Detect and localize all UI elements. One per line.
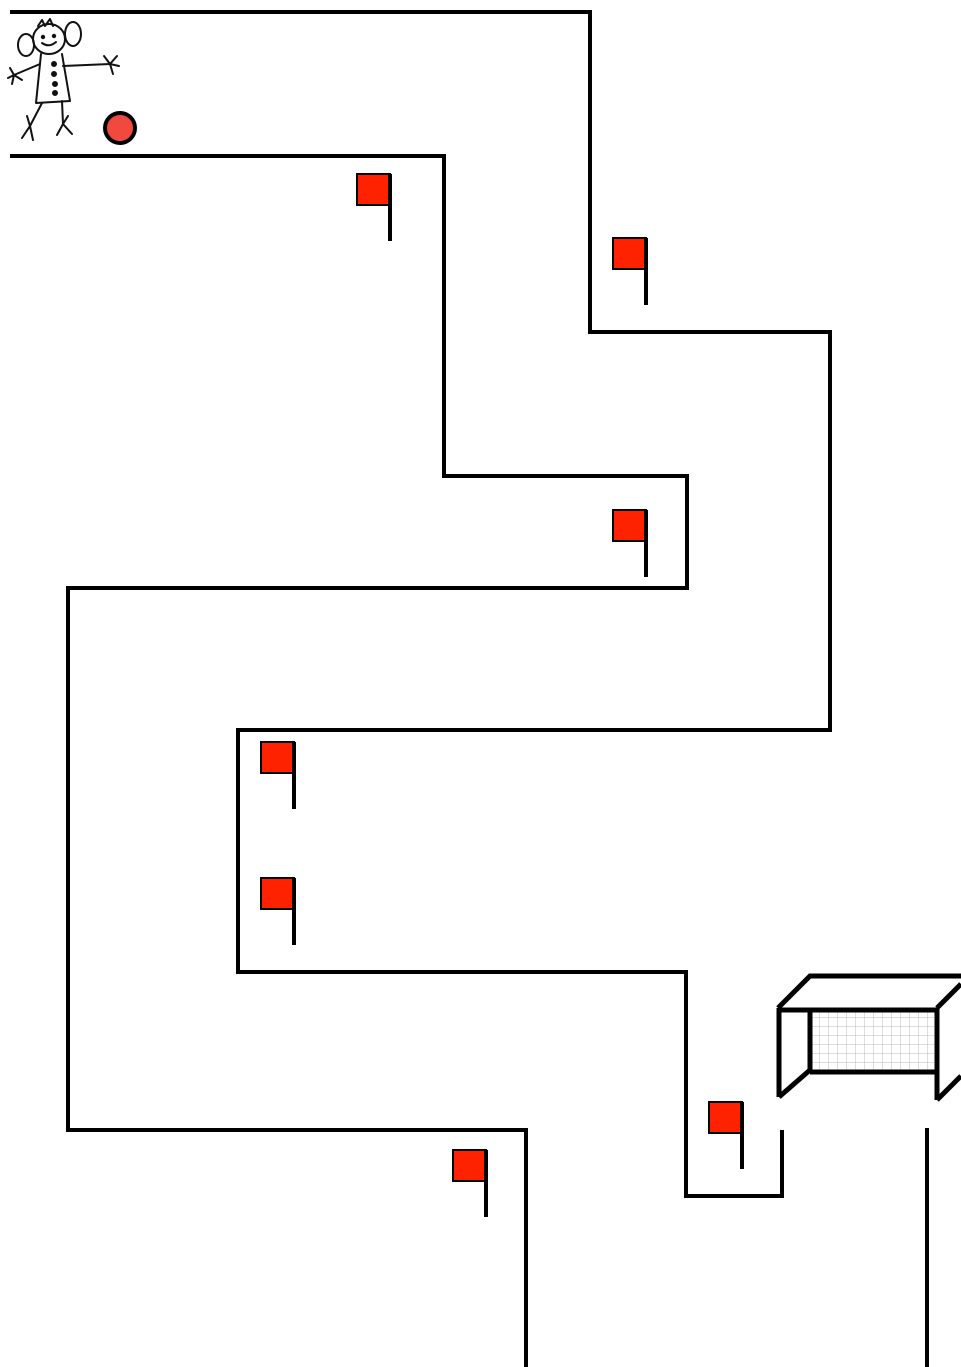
- maze-wall-left: [10, 154, 689, 1367]
- flag-icon: [260, 877, 296, 945]
- flag-icon: [452, 1149, 488, 1217]
- flag-icon: [708, 1101, 744, 1169]
- maze-walls: [10, 10, 929, 1367]
- flag-icon: [356, 173, 392, 241]
- maze-wall-right: [10, 10, 832, 1198]
- ball-icon: [103, 111, 137, 145]
- child-drawing-icon: [7, 18, 120, 141]
- flags: [260, 173, 744, 1217]
- flag-icon: [612, 237, 648, 305]
- soccer-goal-icon: [776, 973, 961, 1102]
- flag-icon: [260, 741, 296, 809]
- flag-icon: [612, 509, 648, 577]
